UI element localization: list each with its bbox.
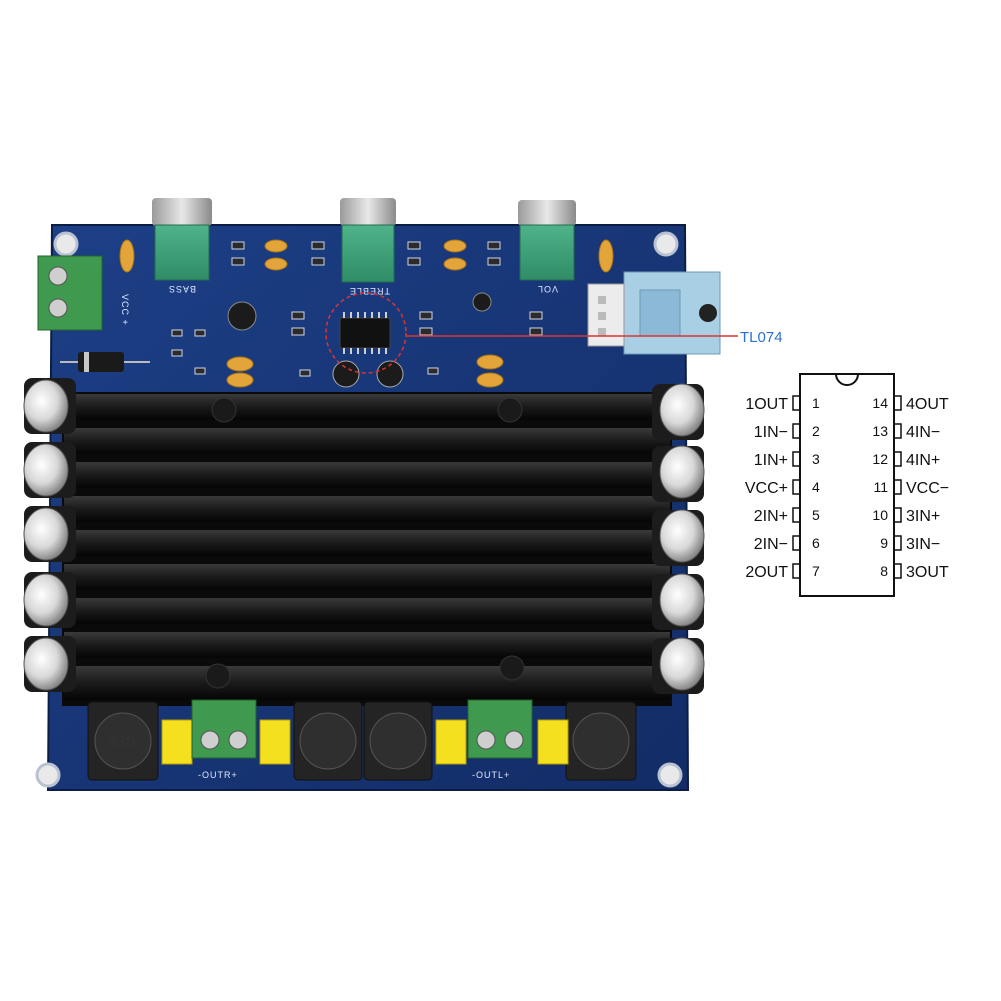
pin-number-5: 5: [812, 507, 820, 523]
pin-number-12: 12: [872, 451, 888, 467]
heatsink: [62, 392, 672, 706]
mounting-hole: [53, 231, 79, 257]
pin-number-1: 1: [812, 395, 820, 411]
output-terminal-left: -OUTL+: [467, 699, 533, 780]
callout-label: TL074: [740, 329, 783, 346]
pin-label-5: 2IN+: [754, 508, 788, 525]
pin-label-2: 1IN−: [754, 424, 788, 441]
pcb-board: BASS TREBLE VOL: [23, 198, 721, 791]
inductors: 330: [87, 701, 637, 781]
audio-input-jack: [623, 271, 721, 355]
mounting-hole: [657, 762, 683, 788]
right-pin-stubs: [893, 395, 902, 579]
pin-number-8: 8: [880, 563, 888, 579]
pin-label-8: 3OUT: [906, 564, 949, 581]
pin-label-4: VCC+: [745, 480, 788, 497]
ceramic-caps: [119, 239, 614, 388]
left-pin-stubs: [792, 395, 801, 579]
pin-number-13: 13: [872, 423, 888, 439]
pin-number-10: 10: [872, 507, 888, 523]
mounting-hole: [653, 231, 679, 257]
pin-number-2: 2: [812, 423, 820, 439]
pin-number-14: 14: [872, 395, 888, 411]
pot-treble: TREBLE: [340, 198, 396, 296]
power-label: VCC +: [120, 294, 130, 326]
dip-body: [799, 373, 895, 597]
output-label-left: -OUTL+: [472, 770, 510, 780]
small-electrolytic-caps: [227, 292, 492, 388]
pin-label-6: 2IN−: [754, 536, 788, 553]
pin-label-1: 1OUT: [745, 396, 788, 413]
pin-label-13: 4IN−: [906, 424, 940, 441]
pin-number-4: 4: [812, 479, 820, 495]
pot-vol: VOL: [518, 200, 576, 294]
output-label-right: -OUTR+: [198, 770, 238, 780]
inductor-code: 330: [107, 732, 135, 751]
pin-number-11: 11: [873, 479, 888, 495]
tl074-chip: [325, 292, 407, 374]
mounting-hole: [35, 762, 61, 788]
pin-number-9: 9: [880, 535, 888, 551]
pin-label-14: 4OUT: [906, 396, 949, 413]
pin-label-11: VCC−: [906, 480, 949, 497]
pin-label-3: 1IN+: [754, 452, 788, 469]
pot-bass: BASS: [152, 198, 212, 294]
pin-label-9: 3IN−: [906, 536, 940, 553]
chip-callout: TL074: [406, 329, 783, 346]
chip-highlight-circle: [325, 292, 407, 374]
pin-number-3: 3: [812, 451, 820, 467]
pin1-notch: [835, 373, 859, 386]
big-capacitors-right: [652, 383, 705, 694]
power-terminal: VCC +: [37, 255, 130, 331]
pin-label-12: 4IN+: [906, 452, 940, 469]
big-capacitors-left: [23, 378, 76, 692]
pin-label-10: 3IN+: [906, 508, 940, 525]
knob-label-vol: VOL: [537, 284, 558, 294]
output-terminal-right: -OUTR+: [191, 699, 257, 780]
pin-label-7: 2OUT: [745, 564, 788, 581]
pin-number-7: 7: [812, 563, 820, 579]
knob-label-treble: TREBLE: [349, 286, 390, 296]
pin-number-6: 6: [812, 535, 820, 551]
pinout-diagram: 1OUT 1IN− 1IN+ VCC+ 2IN+ 2IN− 2OUT 1 2 3…: [745, 373, 949, 597]
knob-label-bass: BASS: [168, 284, 196, 294]
smd-components: [171, 241, 543, 377]
film-capacitors: [161, 719, 569, 765]
diode: [60, 352, 150, 372]
